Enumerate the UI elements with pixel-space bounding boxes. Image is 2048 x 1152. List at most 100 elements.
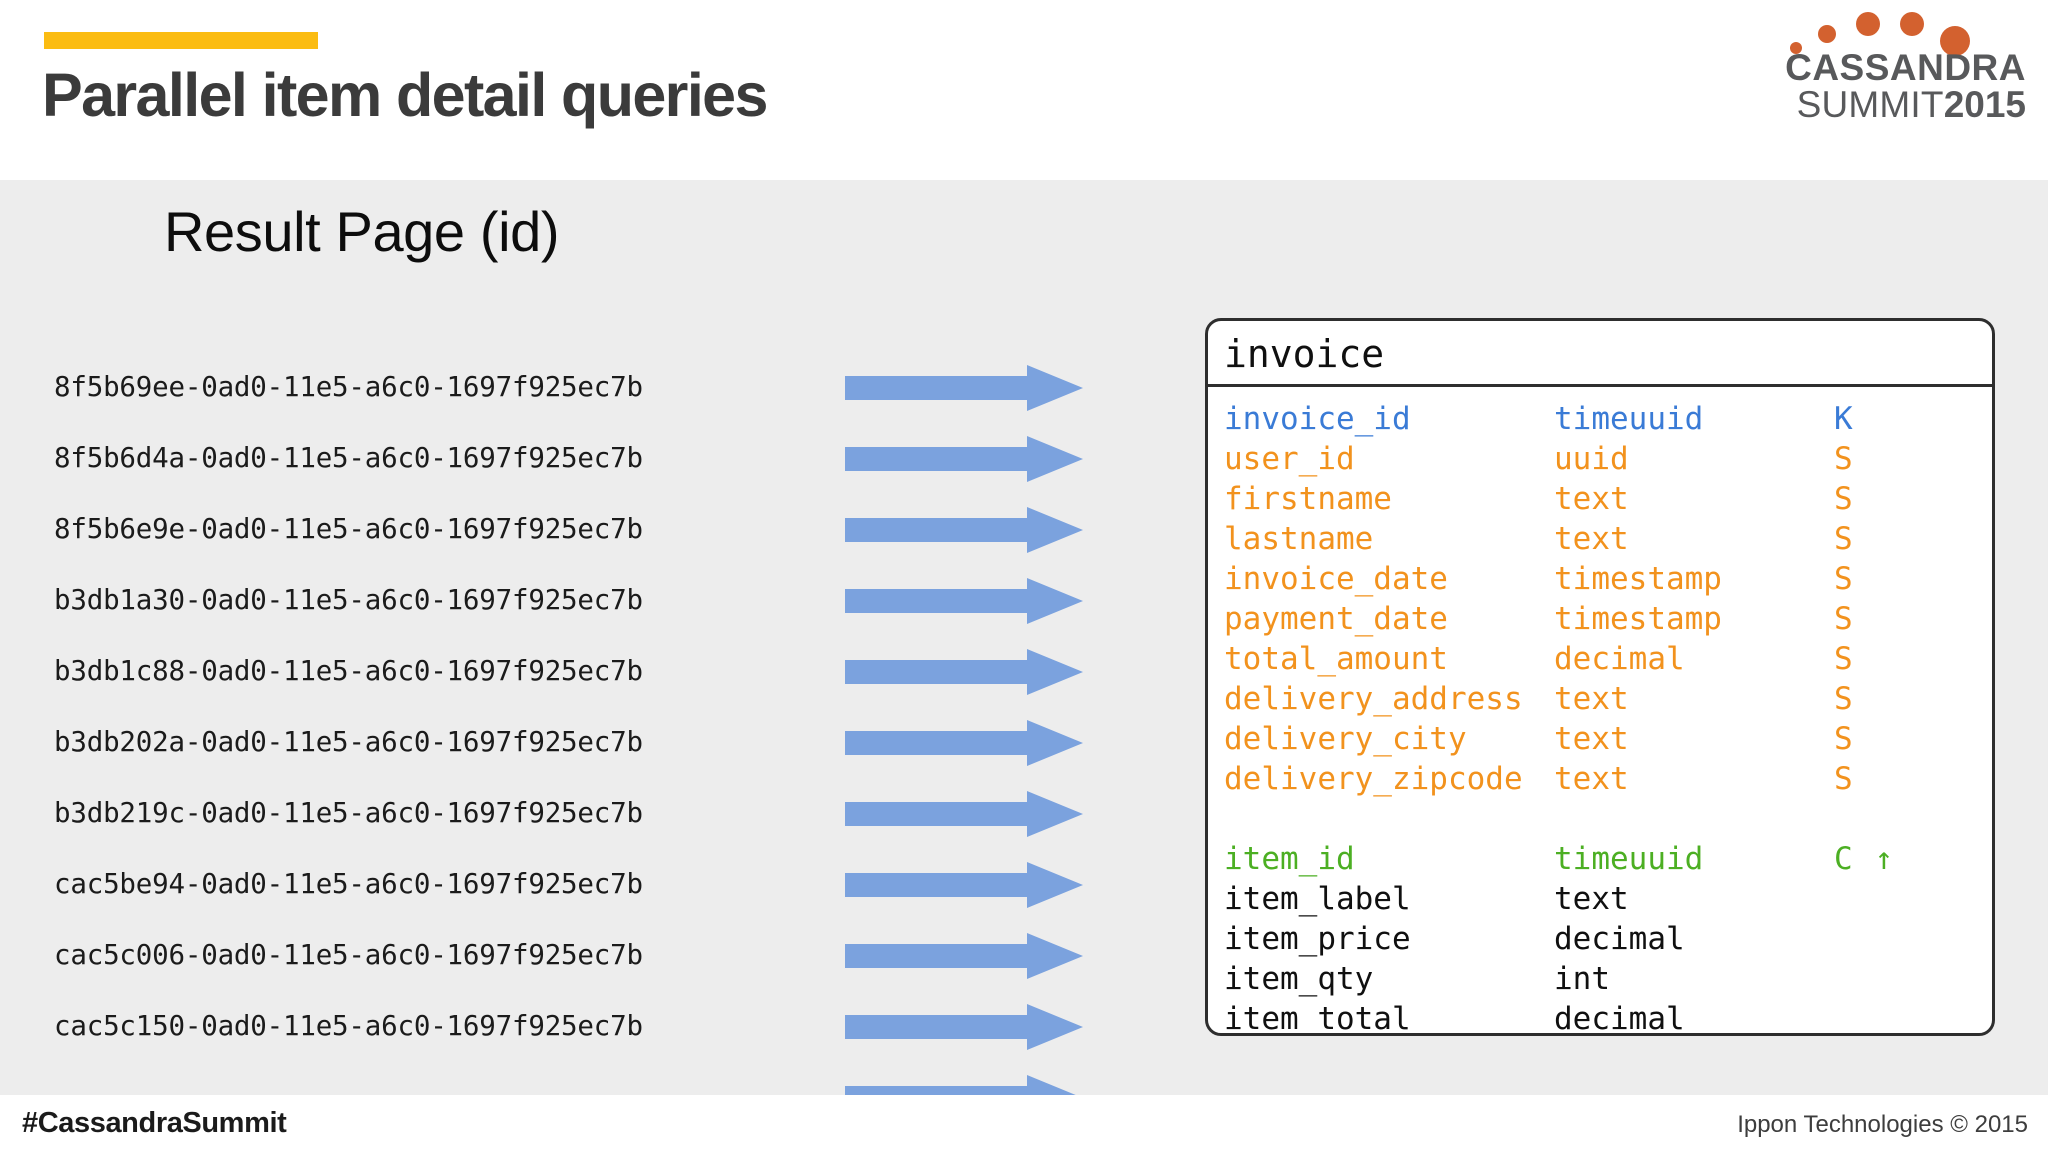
arrow-row (845, 778, 1135, 849)
right-arrow-icon (845, 507, 1083, 553)
slide-footer: #CassandraSummit Ippon Technologies © 20… (0, 1095, 2048, 1152)
column-key-letter: C (1834, 841, 1853, 877)
column-type: text (1554, 881, 1629, 917)
logo-summit-text: SUMMIT (1796, 84, 1944, 125)
list-item: 8f5b6d4a-0ad0-11e5-a6c0-1697f925ec7b (54, 442, 643, 474)
column-name: item_qty (1224, 961, 1374, 997)
list-item: b3db1c88-0ad0-11e5-a6c0-1697f925ec7b (54, 655, 643, 687)
table-row: delivery_zipcode text S (1224, 761, 1992, 801)
result-id-list: 8f5b69ee-0ad0-11e5-a6c0-1697f925ec7b 8f5… (54, 352, 814, 1062)
column-key: S (1834, 721, 1853, 757)
table-section-spacer (1224, 801, 1992, 841)
column-type: decimal (1554, 921, 1685, 957)
column-type: decimal (1554, 1001, 1685, 1036)
column-key: S (1834, 561, 1853, 597)
arrow-row (845, 494, 1135, 565)
column-name: delivery_city (1224, 721, 1467, 757)
column-key: C↑ (1834, 841, 1934, 877)
column-name: item_total (1224, 1001, 1411, 1036)
invoice-table-panel: invoice invoice_id timeuuid K user_id uu… (1205, 318, 1995, 1036)
column-name: total_amount (1224, 641, 1448, 677)
column-type: int (1554, 961, 1610, 997)
section-heading: Result Page (id) (164, 200, 560, 263)
right-arrow-icon (845, 436, 1083, 482)
arrow-row (845, 352, 1135, 423)
footer-copyright: Ippon Technologies © 2015 (1737, 1111, 2028, 1138)
list-item: cac5be94-0ad0-11e5-a6c0-1697f925ec7b (54, 868, 643, 900)
column-type: timestamp (1554, 561, 1722, 597)
table-row: invoice_date timestamp S (1224, 561, 1992, 601)
column-key: S (1834, 601, 1853, 637)
list-item: 8f5b6e9e-0ad0-11e5-a6c0-1697f925ec7b (54, 513, 643, 545)
list-item: 8f5b69ee-0ad0-11e5-a6c0-1697f925ec7b (54, 371, 643, 403)
list-item: cac5c150-0ad0-11e5-a6c0-1697f925ec7b (54, 1010, 643, 1042)
table-row: user_id uuid S (1224, 441, 1992, 481)
right-arrow-icon (845, 1004, 1083, 1050)
slide-body: Result Page (id) 8f5b69ee-0ad0-11e5-a6c0… (0, 180, 2048, 1121)
column-type: uuid (1554, 441, 1629, 477)
table-column-list: invoice_id timeuuid K user_id uuid S fir… (1208, 387, 1992, 1036)
column-type: text (1554, 481, 1629, 517)
right-arrow-icon (845, 720, 1083, 766)
column-key: S (1834, 481, 1853, 517)
table-row: item_label text (1224, 881, 1992, 921)
arrow-row (845, 636, 1135, 707)
arrow-row (845, 707, 1135, 778)
column-key: S (1834, 521, 1853, 557)
column-type: text (1554, 761, 1629, 797)
arrow-row (845, 423, 1135, 494)
column-name: firstname (1224, 481, 1392, 517)
column-name: delivery_address (1224, 681, 1523, 717)
list-item: b3db219c-0ad0-11e5-a6c0-1697f925ec7b (54, 797, 643, 829)
arrow-row (845, 920, 1135, 991)
logo-summit-year: 2015 (1943, 84, 2026, 125)
column-type: text (1554, 521, 1629, 557)
column-type: timeuuid (1554, 401, 1704, 437)
table-row: item_id timeuuid C↑ (1224, 841, 1992, 881)
cassandra-summit-logo: CASSANDRA SUMMIT2015 (1756, 8, 2026, 124)
title-accent-bar (44, 32, 318, 49)
column-name: item_id (1224, 841, 1355, 877)
column-name: invoice_id (1224, 401, 1411, 437)
slide-header: Parallel item detail queries CASSANDRA S… (0, 0, 2048, 180)
table-name: invoice (1208, 321, 1992, 387)
table-row: payment_date timestamp S (1224, 601, 1992, 641)
table-row: delivery_city text S (1224, 721, 1992, 761)
column-name: invoice_date (1224, 561, 1448, 597)
logo-dots-icon (1790, 12, 1970, 56)
arrow-row (845, 849, 1135, 920)
right-arrow-icon (845, 791, 1083, 837)
right-arrow-icon (845, 862, 1083, 908)
column-key: S (1834, 641, 1853, 677)
column-type: timeuuid (1554, 841, 1704, 877)
column-key: S (1834, 761, 1853, 797)
table-row: lastname text S (1224, 521, 1992, 561)
right-arrow-icon (845, 578, 1083, 624)
right-arrow-icon (845, 933, 1083, 979)
right-arrow-icon (845, 365, 1083, 411)
list-item: cac5c006-0ad0-11e5-a6c0-1697f925ec7b (54, 939, 643, 971)
page-title: Parallel item detail queries (42, 61, 768, 129)
column-name: item_price (1224, 921, 1411, 957)
list-item: b3db1a30-0ad0-11e5-a6c0-1697f925ec7b (54, 584, 643, 616)
table-row: invoice_id timeuuid K (1224, 401, 1992, 441)
table-row: item_total decimal (1224, 1001, 1992, 1036)
list-item: b3db202a-0ad0-11e5-a6c0-1697f925ec7b (54, 726, 643, 758)
column-type: text (1554, 681, 1629, 717)
right-arrow-icon (845, 649, 1083, 695)
table-row: total_amount decimal S (1224, 641, 1992, 681)
column-key: S (1834, 681, 1853, 717)
column-key: S (1834, 441, 1853, 477)
column-type: timestamp (1554, 601, 1722, 637)
column-name: lastname (1224, 521, 1374, 557)
column-key: K (1834, 401, 1853, 437)
column-name: user_id (1224, 441, 1355, 477)
logo-line-cassandra: CASSANDRA (1785, 47, 2026, 88)
table-row: item_qty int (1224, 961, 1992, 1001)
footer-hashtag: #CassandraSummit (22, 1107, 287, 1139)
arrow-row (845, 991, 1135, 1062)
table-row: delivery_address text S (1224, 681, 1992, 721)
column-name: payment_date (1224, 601, 1448, 637)
query-arrow-column (845, 352, 1135, 1133)
